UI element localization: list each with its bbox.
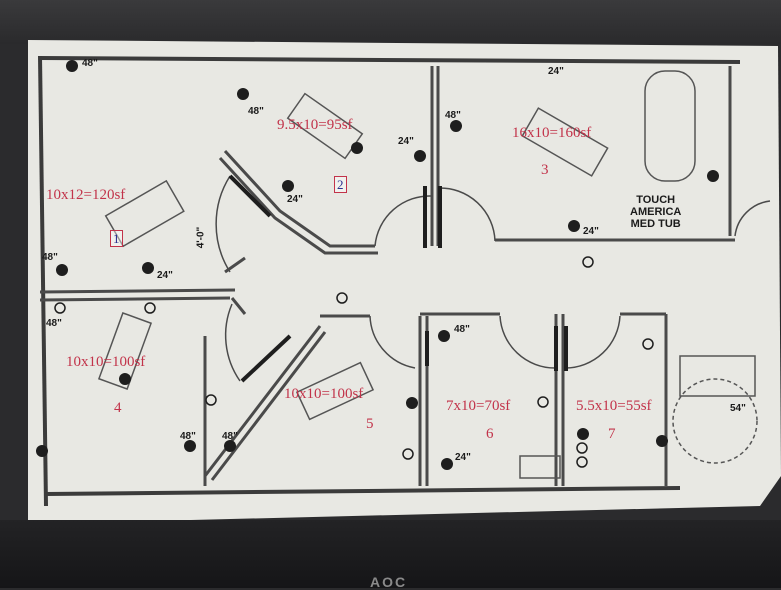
room5-wall-diag2: [210, 331, 327, 481]
outlet-open: [576, 456, 588, 468]
door-swing-room6: [499, 315, 556, 369]
dim-24-room1: 24": [157, 270, 173, 281]
door-swing-room3-right: [437, 187, 496, 242]
dim-54-room7: 54": [730, 403, 746, 414]
dim-48-room1: 48": [42, 252, 58, 263]
sink-room7: [679, 355, 756, 397]
dim-48-room2: 48": [248, 106, 264, 117]
exam-table-room3: [521, 107, 609, 177]
door-leaf-room4: [240, 334, 292, 383]
monitor-bezel-bottom: [0, 520, 781, 588]
dim-48-room4-bottom: 48": [180, 431, 196, 442]
room-3-number: 3: [541, 162, 549, 178]
outlet: [351, 142, 363, 154]
room2-wall: [223, 149, 375, 248]
room-4-area-label: 10x10=100sf: [66, 354, 146, 370]
room-6-number: 6: [486, 426, 494, 442]
dim-24-room6-bottom: 24": [455, 452, 471, 463]
dim-24-room3-top: 24": [548, 66, 564, 77]
dim-4ft-room1: 4'-0": [195, 226, 207, 249]
outlet: [577, 428, 589, 440]
door-swing-room7: [564, 315, 621, 369]
door-swing-corner: [734, 200, 771, 237]
med-tub-label: TOUCH AMERICA MED TUB: [630, 194, 681, 230]
room-2-tag: 2: [334, 176, 347, 193]
outlet: [224, 440, 236, 452]
door-swing-room5: [369, 315, 416, 369]
outlet-open: [54, 302, 66, 314]
outlet: [438, 330, 450, 342]
dim-48-room6: 48": [454, 324, 470, 335]
outlet: [450, 120, 462, 132]
outlet-open: [537, 396, 549, 408]
room-2-area-label: 9.5x10=95sf: [277, 117, 353, 133]
outlet: [66, 60, 78, 72]
exam-table-room5: [295, 361, 375, 421]
dim-48-room5-bottom: 48": [222, 431, 238, 442]
med-tub-label-line3: MED TUB: [630, 218, 681, 230]
dim-24-room3-bottom: 24": [583, 226, 599, 237]
outlet: [441, 458, 453, 470]
door-leaf-room2: [228, 174, 272, 218]
floor-plan-screen: 10x12=120sf 9.5x10=95sf 16x10=160sf 10x1…: [0, 36, 781, 530]
outlet: [36, 445, 48, 457]
exam-table-room4: [97, 312, 153, 390]
med-tub-label-line1: TOUCH: [636, 194, 676, 206]
outer-wall-top: [39, 56, 741, 64]
outer-wall-left: [38, 55, 48, 507]
counter-room6: [519, 455, 561, 479]
wash-circle-room7: [672, 378, 758, 464]
dim-24-room3-left: 24": [398, 136, 414, 147]
paper-sheet: [28, 40, 781, 524]
door-swing-room4: [224, 303, 241, 382]
outlet-open: [576, 442, 588, 454]
outlet: [237, 88, 249, 100]
room-5-number: 5: [366, 416, 374, 432]
monitor-brand-logo: AOC: [370, 574, 408, 590]
exam-table-room1: [104, 179, 185, 248]
outlet: [406, 397, 418, 409]
outlet: [56, 264, 68, 276]
room1-corridor-diag2: [230, 297, 247, 315]
room-3-area-label: 16x10=160sf: [512, 125, 592, 141]
room-6-area-label: 7x10=70sf: [446, 398, 511, 414]
floor-plan-drawing: [28, 40, 781, 524]
outlet-open: [336, 292, 348, 304]
outlet-open: [402, 448, 414, 460]
outlet-open: [144, 302, 156, 314]
outlet-open: [642, 338, 654, 350]
outlet: [282, 180, 294, 192]
med-tub-label-line2: AMERICA: [630, 206, 682, 218]
outlet: [707, 170, 719, 182]
room-7-area-label: 5.5x10=55sf: [576, 398, 652, 414]
corridor-wall-upper-left: [39, 288, 236, 294]
outlet: [142, 262, 154, 274]
corridor-wall-lower-left: [39, 296, 231, 302]
outlet: [184, 440, 196, 452]
outlet: [119, 373, 131, 385]
dim-48-room3: 48": [445, 110, 461, 121]
room2-wall-inner: [218, 156, 378, 255]
room-1-tag: 1: [110, 230, 123, 247]
room5-wall-diag: [203, 325, 322, 477]
room-7-number: 7: [608, 426, 616, 442]
room-1-area-label: 10x12=120sf: [46, 187, 126, 203]
outlet: [414, 150, 426, 162]
door-swing-room2: [215, 175, 231, 273]
outlet: [568, 220, 580, 232]
monitor-bezel-top: [0, 0, 781, 44]
outlet-open: [582, 256, 594, 268]
door-swing-room3-left: [374, 195, 433, 247]
outer-wall-bottom: [45, 486, 681, 496]
outlet: [656, 435, 668, 447]
dim-48-top-left: 48": [82, 58, 98, 69]
dim-48-room4: 48": [46, 318, 62, 329]
room-4-number: 4: [114, 400, 122, 416]
dim-24-room2: 24": [287, 194, 303, 205]
med-tub: [644, 70, 696, 182]
room-5-area-label: 10x10=100sf: [284, 386, 364, 402]
outlet-open: [205, 394, 217, 406]
